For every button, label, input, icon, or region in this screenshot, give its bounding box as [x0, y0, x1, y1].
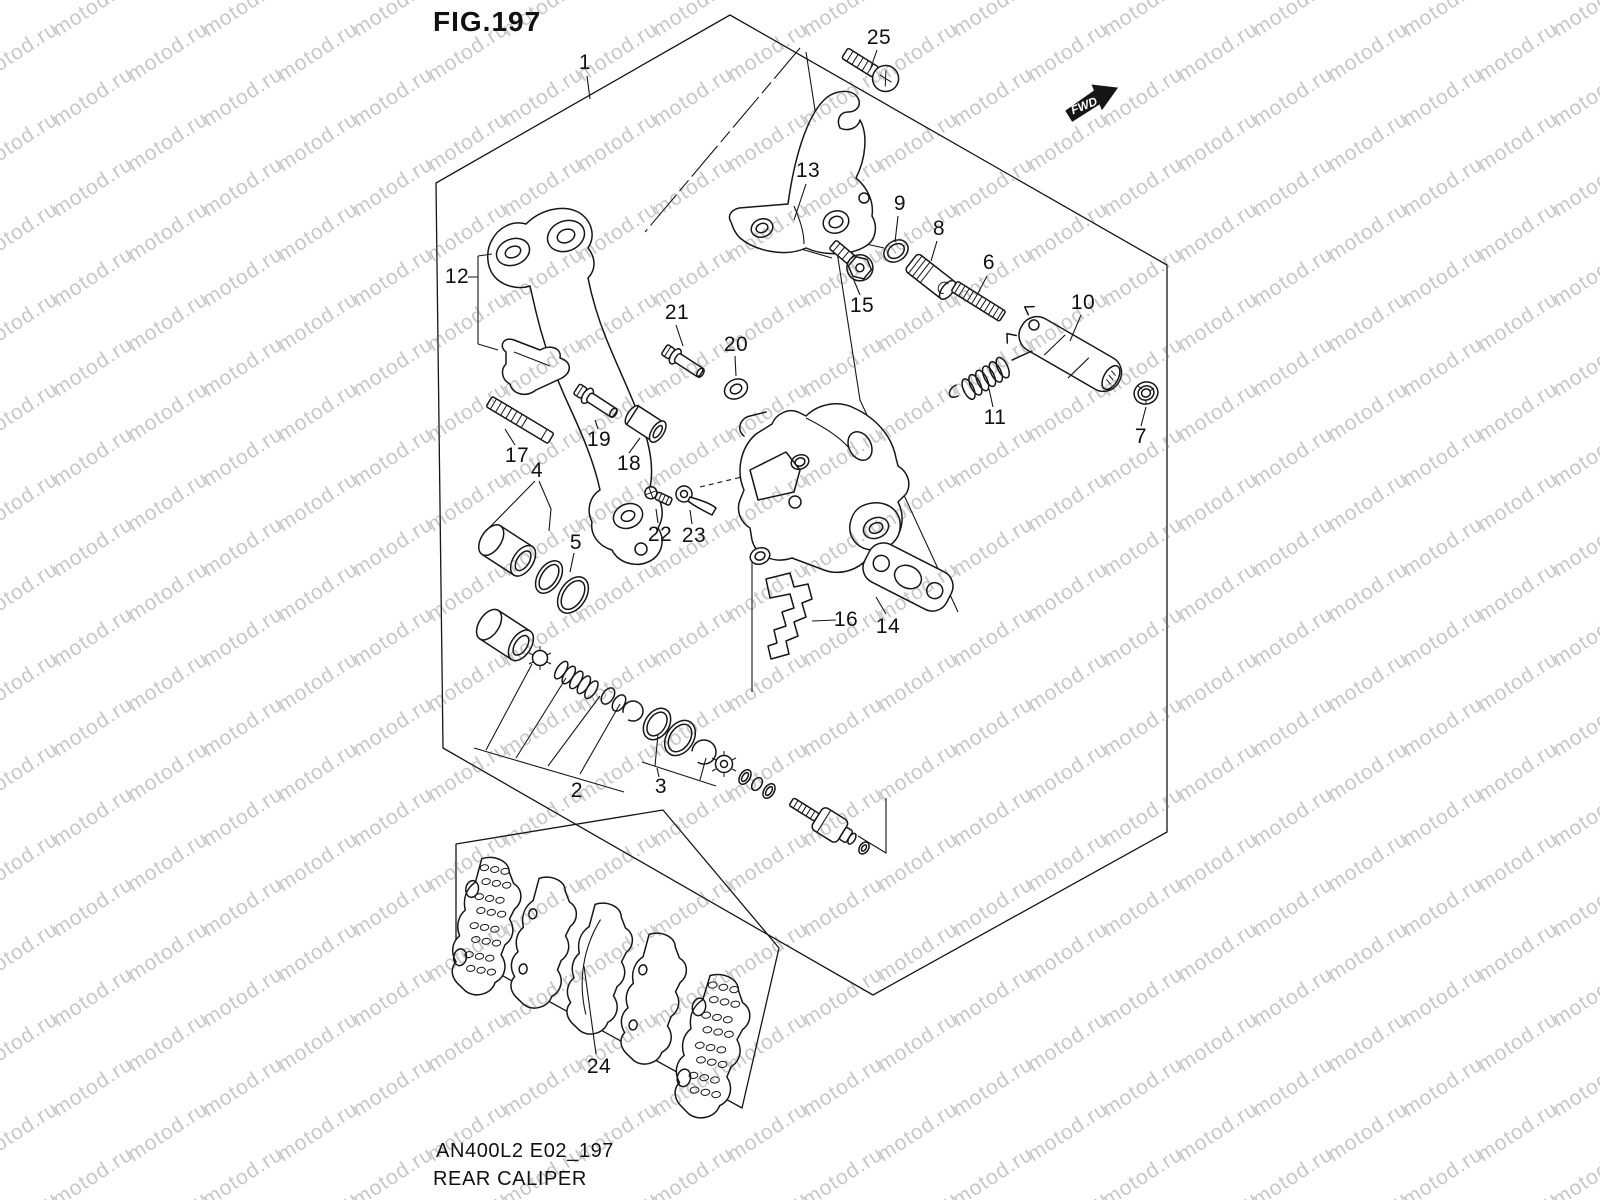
eyelet-23 — [676, 486, 716, 515]
pad-friction-dot — [470, 922, 479, 929]
seal-kit-chain-2-3 — [529, 646, 871, 856]
adjusting-rod-6 — [951, 281, 1006, 321]
caliper-body — [738, 404, 908, 573]
pad-friction-dot — [480, 924, 489, 931]
slide-pin-21 — [660, 342, 708, 381]
pad-friction-dot — [485, 955, 494, 962]
pad-friction-dot — [723, 1016, 732, 1023]
pad-friction-dot — [711, 1091, 720, 1098]
pad-friction-dot — [482, 938, 491, 945]
pad-friction-dot — [689, 1072, 698, 1079]
fwd-arrow-icon — [1061, 77, 1123, 122]
pad-friction-dot — [492, 940, 501, 947]
slide-pin-19 — [572, 382, 621, 422]
pad-friction-dot — [701, 1089, 710, 1096]
pad-friction-dot — [724, 1031, 733, 1038]
pad-friction-dot — [702, 1012, 711, 1019]
pad-friction-dot — [706, 1044, 715, 1051]
pad-friction-dot — [718, 1061, 727, 1068]
fwd-badge: FWD — [1061, 77, 1123, 122]
lever-bolt-15 — [824, 235, 878, 286]
pad-friction-dot — [729, 986, 738, 993]
adjuster-8 — [905, 253, 959, 302]
pad-friction-dot — [476, 967, 485, 974]
o-ring-9 — [880, 235, 913, 266]
pad-set-box — [456, 810, 779, 1108]
pad-friction-dot — [709, 996, 718, 1003]
brake-pad — [615, 929, 693, 1068]
piston-seals-5 — [530, 556, 595, 619]
piston-2 — [471, 605, 538, 665]
pad-friction-dot — [480, 864, 489, 871]
pad-friction-dot — [719, 984, 728, 991]
gasket-plate-14 — [857, 537, 958, 616]
figure-code: AN400L2 E02_197 — [436, 1140, 615, 1162]
brake-lever-13 — [729, 91, 875, 253]
pad-friction-dot — [696, 1056, 705, 1063]
bushing-18 — [622, 402, 669, 444]
nut-7 — [1131, 379, 1161, 408]
pad-friction-dot — [466, 965, 475, 972]
pad-friction-dot — [713, 1029, 722, 1036]
pad-friction-dot — [487, 969, 496, 976]
pad-friction-dot — [476, 907, 485, 914]
leader-lines — [468, 50, 1146, 1054]
pad-friction-dot — [481, 878, 490, 885]
pad-friction-dot — [695, 1042, 704, 1049]
bracket-clip-12 — [502, 339, 569, 394]
pad-friction-dot — [690, 1086, 699, 1093]
figure-title: FIG.197 — [433, 6, 542, 37]
pad-friction-dot — [708, 982, 717, 989]
brake-pad — [505, 873, 583, 1012]
bleeder-screw-22 — [643, 485, 673, 508]
pad-friction-dot — [720, 998, 729, 1005]
lever-shaft-10 — [1003, 302, 1130, 401]
return-spring-11 — [949, 351, 1032, 401]
pad-friction-dot — [712, 1014, 721, 1021]
pad-friction-dot — [707, 1059, 716, 1066]
hanger-stud-17 — [486, 396, 554, 443]
brake-pad — [445, 854, 526, 1000]
boot-cap-20 — [721, 375, 751, 403]
pad-friction-dot — [703, 1026, 712, 1033]
mount-bolt-25 — [838, 42, 904, 96]
brake-pad — [667, 970, 757, 1124]
pad-friction-dot — [492, 880, 501, 887]
pad-friction-dot — [475, 893, 484, 900]
pad-spring-16 — [766, 573, 812, 659]
brake-pad-shim — [561, 899, 639, 1038]
pad-friction-dot — [495, 897, 504, 904]
pad-friction-dot — [501, 868, 510, 875]
pad-friction-dot — [490, 926, 499, 933]
pad-friction-dot — [465, 951, 474, 958]
pad-friction-dot — [710, 1076, 719, 1083]
figure-caption: REAR CALIPER — [433, 1168, 587, 1190]
piston-set-box — [752, 557, 886, 853]
piston-4 — [474, 520, 541, 580]
pad-friction-dot — [731, 1001, 740, 1008]
pad-friction-dot — [502, 882, 511, 889]
pad-friction-dot — [475, 953, 484, 960]
brake-pad-set-24 — [445, 854, 757, 1124]
pad-friction-dot — [490, 866, 499, 873]
pad-friction-dot — [487, 909, 496, 916]
pad-friction-dot — [717, 1046, 726, 1053]
assembly-outline — [436, 15, 1167, 995]
pad-friction-dot — [471, 936, 480, 943]
pad-friction-dot — [485, 895, 494, 902]
pad-friction-dot — [699, 1074, 708, 1081]
pad-friction-dot — [497, 911, 506, 918]
